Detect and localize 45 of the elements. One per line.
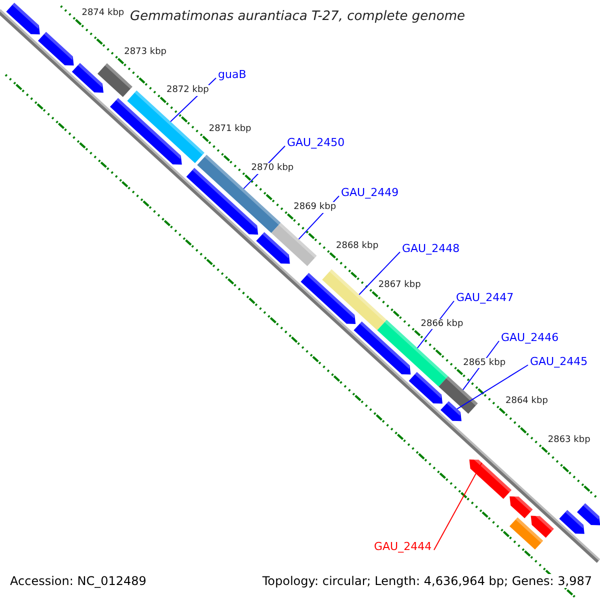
gene-label: GAU_2445 — [530, 355, 588, 368]
scale-label: 2874 kbp — [82, 8, 124, 18]
gene-block — [469, 455, 512, 499]
gene-block — [408, 372, 442, 404]
gene-block — [440, 401, 462, 422]
scale-label: 2872 kbp — [166, 85, 209, 96]
gene-block — [110, 98, 182, 165]
scale-label: 2866 kbp — [420, 318, 464, 330]
gene-block — [577, 503, 600, 526]
gene-block — [510, 492, 533, 518]
gene-block — [6, 2, 40, 34]
leader-line — [434, 462, 482, 550]
gene-block — [559, 510, 584, 534]
gene-bar — [438, 376, 478, 414]
gene-block — [530, 511, 554, 538]
gene-bar — [271, 222, 317, 266]
gene-bar — [510, 517, 544, 550]
gene-bar — [98, 63, 132, 97]
scale-label: 2868 kbp — [336, 240, 378, 252]
gene-block — [72, 63, 104, 93]
footer-text: Accession: NC_012489 — [10, 574, 146, 588]
footer-text: Topology: circular; Length: 4,636,964 bp; Genes: 3,987 — [262, 574, 592, 588]
scale-label: 2873 kbp — [124, 46, 167, 58]
gene-label: guaB — [218, 68, 246, 82]
gene-label: GAU_2449 — [341, 186, 399, 200]
gene-label: GAU_2444 — [374, 540, 432, 554]
gene-block — [300, 272, 356, 324]
scale-label: 2867 kbp — [378, 280, 421, 291]
leader-line — [358, 252, 400, 296]
gene-block — [38, 32, 74, 66]
scale-label: 2869 kbp — [294, 202, 336, 213]
gene-block — [354, 322, 411, 374]
gene-label: GAU_2448 — [402, 242, 460, 256]
scale-label: 2864 kbp — [506, 396, 548, 408]
scale-label: 2871 kbp — [208, 124, 252, 136]
gene-label: GAU_2447 — [456, 291, 514, 304]
gene-bar — [377, 320, 448, 387]
scale-label: 2870 kbp — [251, 163, 294, 174]
gene-label: GAU_2446 — [501, 331, 559, 344]
gene-block — [256, 232, 290, 264]
scale-label: 2865 kbp — [463, 358, 506, 368]
gene-label: GAU_2450 — [287, 136, 345, 150]
title: Gemmatimonas aurantiaca T-27, complete genome — [130, 9, 466, 25]
scale-label: 2863 kbp — [548, 435, 590, 446]
leader-line — [456, 364, 528, 410]
